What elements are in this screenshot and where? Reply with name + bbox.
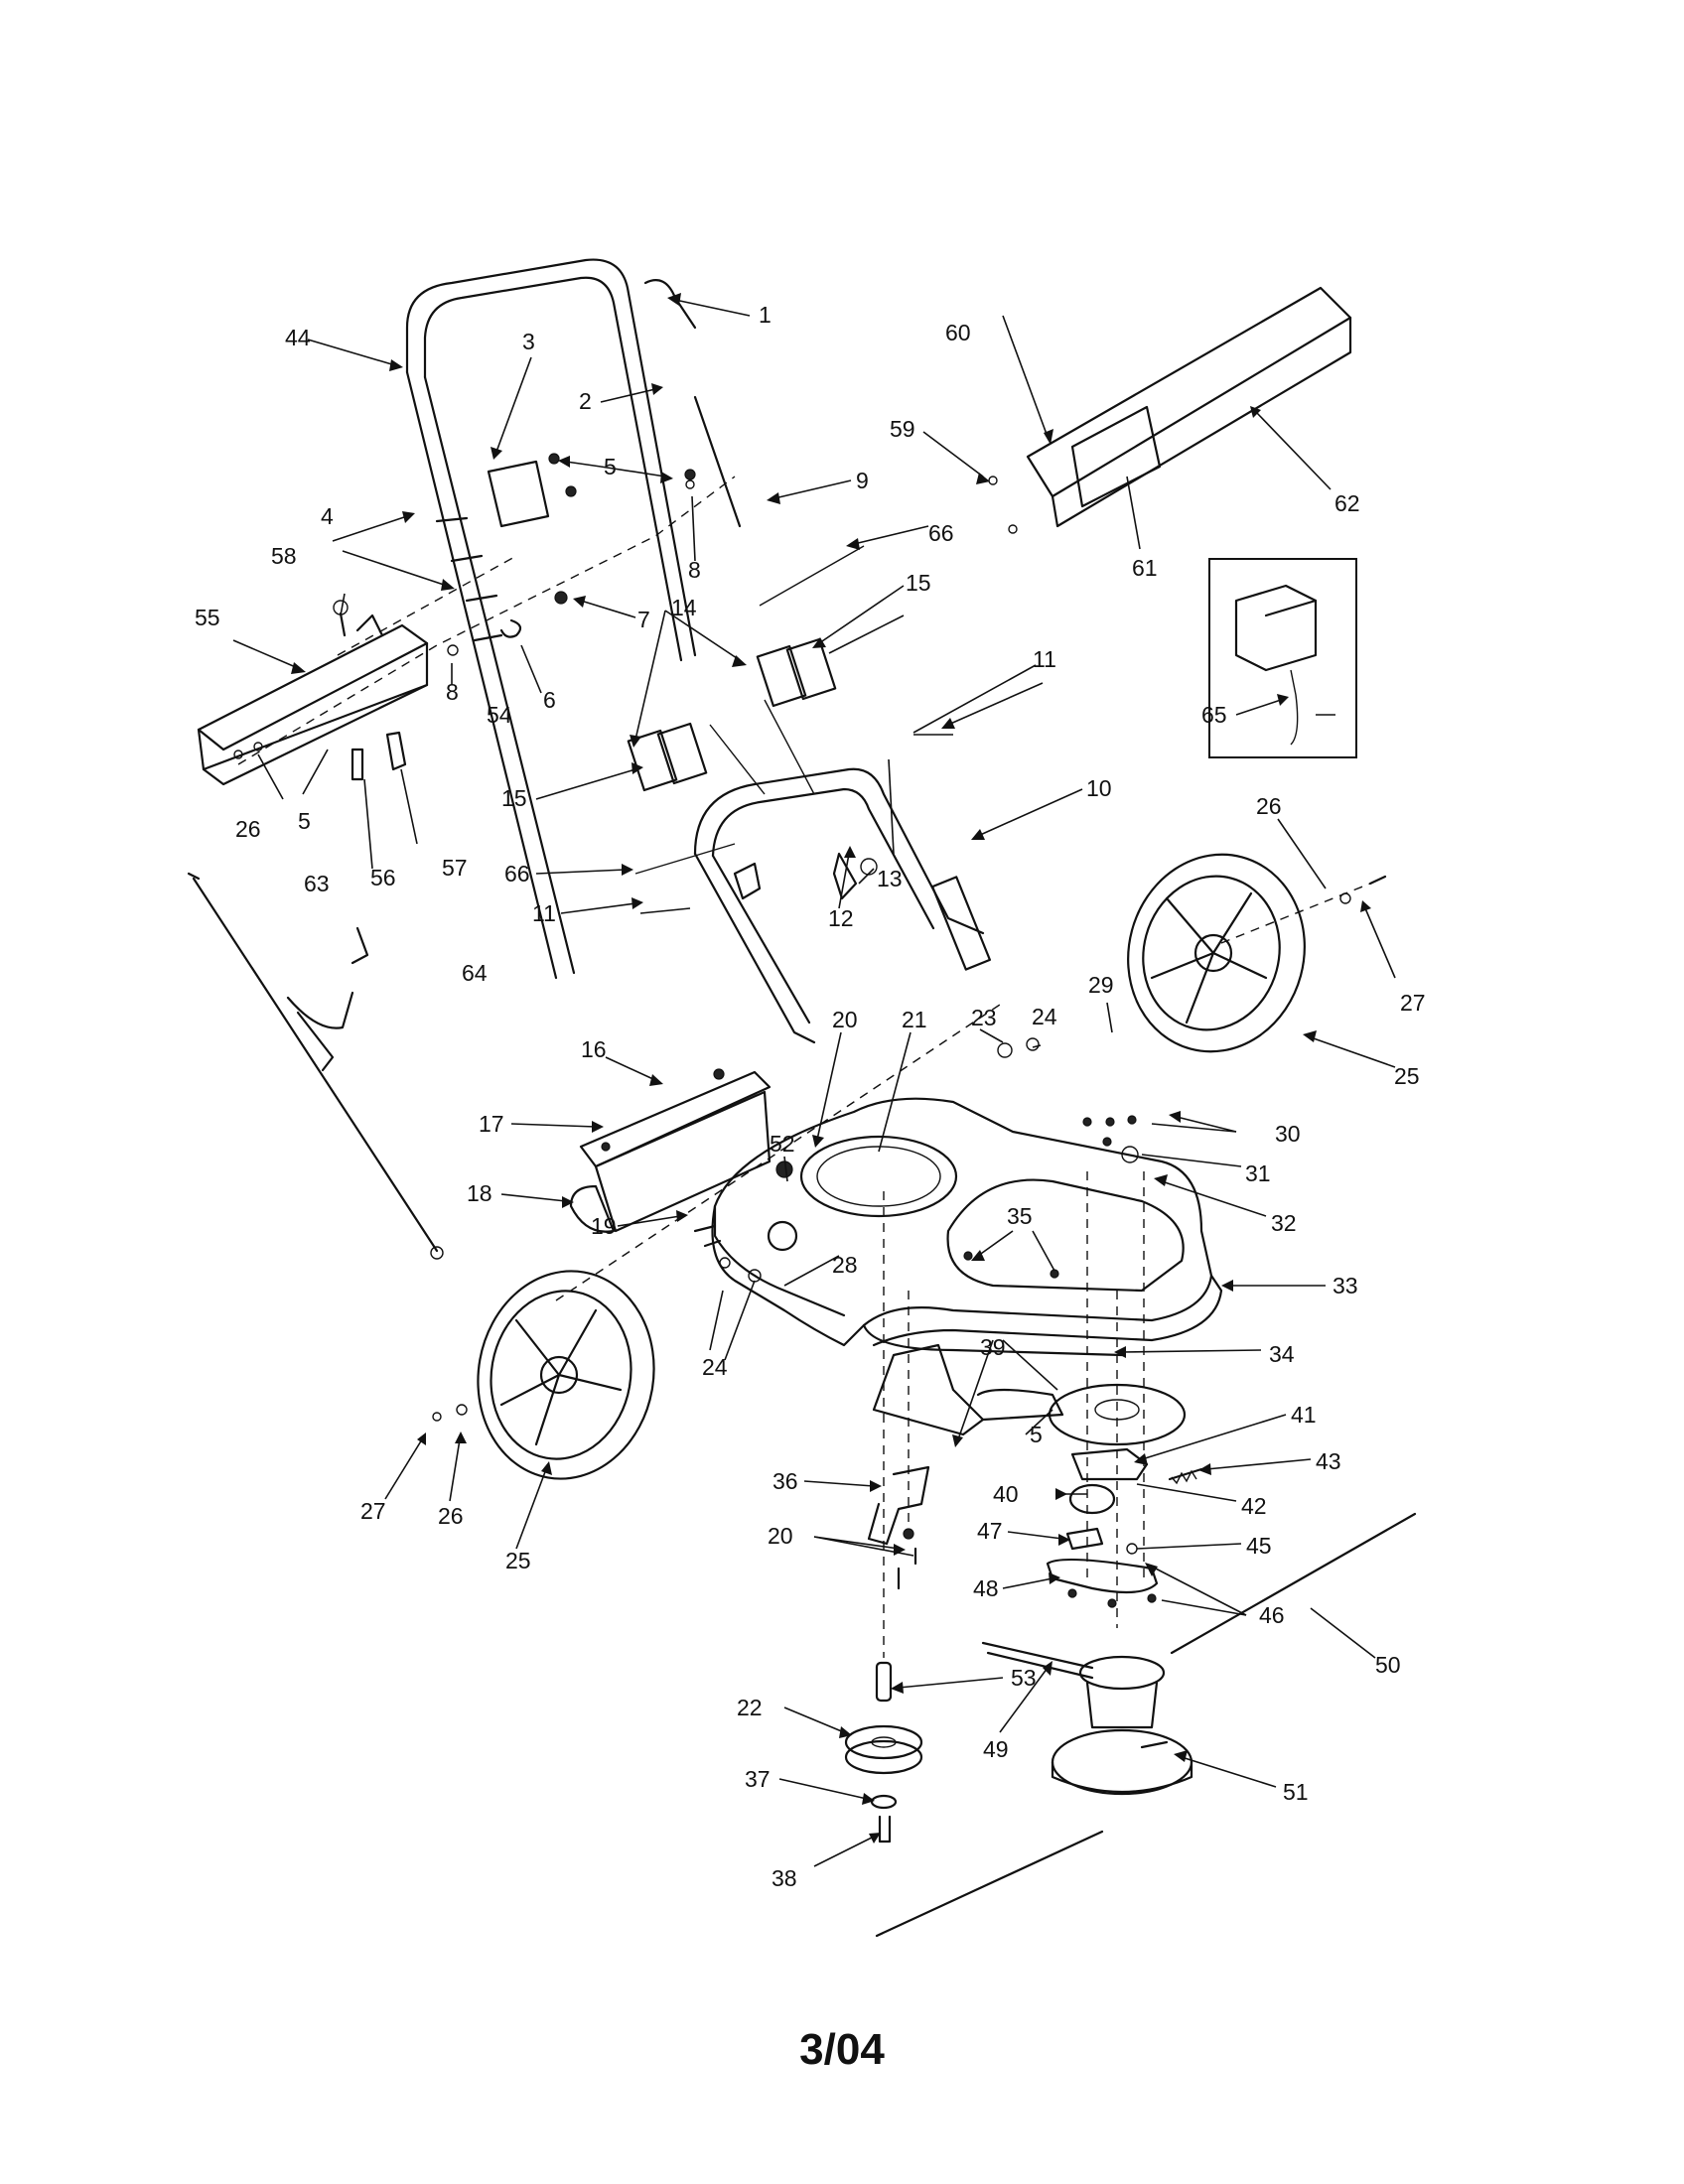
callout-44: 44	[285, 325, 311, 350]
callout-3: 3	[522, 329, 535, 354]
callout-7: 7	[637, 607, 650, 632]
callout-15b: 15	[501, 785, 527, 811]
leader-lines	[232, 293, 1396, 1867]
callout-45: 45	[1246, 1533, 1272, 1559]
callout-15a: 15	[906, 570, 931, 596]
callout-59: 59	[890, 416, 915, 442]
callout-12: 12	[828, 905, 854, 931]
callout-17: 17	[479, 1111, 504, 1137]
callout-30: 30	[1275, 1121, 1301, 1147]
callout-31: 31	[1245, 1160, 1271, 1186]
callout-32: 32	[1271, 1210, 1297, 1236]
callout-36: 36	[772, 1468, 798, 1494]
callout-48: 48	[973, 1575, 999, 1601]
callout-20b: 20	[768, 1523, 793, 1549]
callout-13: 13	[877, 866, 903, 891]
callout-1: 1	[759, 302, 772, 328]
callout-8b: 8	[446, 679, 459, 705]
callout-27a: 27	[1400, 990, 1426, 1016]
callout-19: 19	[591, 1213, 617, 1239]
callout-18: 18	[467, 1180, 492, 1206]
callout-37: 37	[745, 1766, 771, 1792]
wheel-front	[1127, 853, 1306, 1053]
callout-35: 35	[1007, 1203, 1033, 1229]
callout-66a: 66	[928, 520, 954, 546]
charger-inset	[1208, 558, 1357, 758]
callout-23: 23	[971, 1005, 997, 1030]
callout-8a: 8	[688, 557, 701, 583]
callout-66b: 66	[504, 861, 530, 887]
callout-41: 41	[1291, 1402, 1317, 1428]
callout-42: 42	[1241, 1493, 1267, 1519]
callout-63: 63	[304, 871, 330, 896]
deck-housing	[711, 1097, 1223, 1357]
bracket-bar	[988, 286, 1352, 534]
callout-61: 61	[1132, 555, 1158, 581]
callout-22: 22	[737, 1695, 763, 1720]
callout-26a: 26	[1256, 793, 1282, 819]
callout-55: 55	[195, 605, 220, 630]
trimmer-head	[981, 1641, 1193, 1796]
callout-16: 16	[581, 1036, 607, 1062]
callout-25a: 25	[1394, 1063, 1420, 1089]
callout-labels: 1 2 3 4 5 5 5 5 6 7 8 8 9 10 11 11 12 13…	[195, 302, 1426, 1891]
callout-11b: 11	[532, 900, 556, 926]
callout-58: 58	[271, 543, 297, 569]
callout-20a: 20	[832, 1007, 858, 1032]
callout-14: 14	[671, 595, 697, 620]
callout-24b: 24	[702, 1354, 728, 1380]
callout-64: 64	[462, 960, 488, 986]
page-code: 3/04	[799, 2025, 885, 2074]
callout-43: 43	[1316, 1448, 1341, 1474]
callout-65: 65	[1201, 702, 1227, 728]
callout-26b: 26	[235, 816, 261, 842]
pulley-plate	[1048, 1383, 1203, 1515]
callout-21: 21	[902, 1007, 927, 1032]
callout-33: 33	[1333, 1273, 1358, 1298]
callout-38: 38	[772, 1865, 797, 1891]
lower-handle	[693, 767, 992, 1044]
callout-51: 51	[1283, 1779, 1309, 1805]
callout-46: 46	[1259, 1602, 1285, 1628]
callout-40: 40	[993, 1481, 1019, 1507]
wheel-rear	[477, 1270, 655, 1480]
callout-34: 34	[1269, 1341, 1295, 1367]
callout-26c: 26	[438, 1503, 464, 1529]
callout-56: 56	[370, 865, 396, 890]
callout-2: 2	[579, 388, 592, 414]
callout-5c: 5	[1030, 1422, 1043, 1447]
callout-60: 60	[945, 320, 971, 345]
callout-50: 50	[1375, 1652, 1401, 1678]
callout-39: 39	[980, 1334, 1006, 1360]
knob-upper	[756, 637, 837, 708]
callout-49: 49	[983, 1736, 1009, 1762]
knob-lower	[627, 722, 708, 792]
battery-box	[197, 614, 429, 786]
callout-54: 54	[487, 702, 512, 728]
callout-27b: 27	[360, 1498, 386, 1524]
callout-57: 57	[442, 855, 468, 881]
callout-47: 47	[977, 1518, 1003, 1544]
callout-24a: 24	[1032, 1004, 1057, 1029]
callout-4: 4	[321, 503, 334, 529]
callout-53: 53	[1011, 1665, 1037, 1691]
callout-11a: 11	[1033, 646, 1056, 672]
callout-6: 6	[543, 687, 556, 713]
callout-28: 28	[832, 1252, 858, 1278]
callout-10: 10	[1086, 775, 1112, 801]
callout-5b: 5	[298, 808, 311, 834]
callout-9: 9	[856, 468, 869, 493]
callout-29: 29	[1088, 972, 1114, 998]
debris-shield	[569, 1068, 772, 1233]
callout-62: 62	[1334, 490, 1360, 516]
callout-52: 52	[770, 1131, 795, 1157]
callout-5a: 5	[604, 454, 617, 479]
callout-25b: 25	[505, 1548, 531, 1573]
